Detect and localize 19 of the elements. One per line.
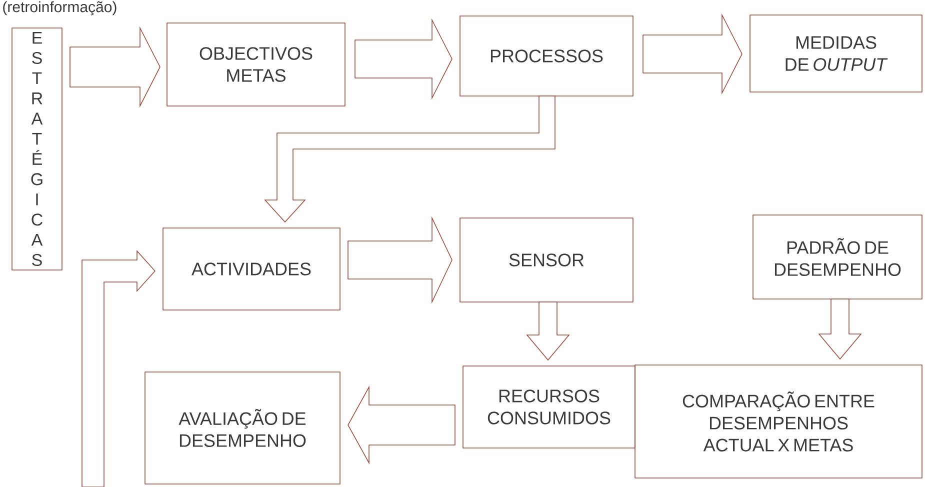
process-box: ESTRATÉGICAS [12,28,62,270]
block-arrow [642,13,742,95]
process-box: PADRÃO DE DESEMPENHO [752,214,922,300]
process-box: RECURSOS CONSUMIDOS [462,366,636,448]
process-box: AVALIAÇÃO DE DESEMPENHO [144,372,340,484]
process-box: OBJECTIVOS METAS [166,22,346,106]
process-box: MEDIDAS DE OUTPUT [750,14,922,92]
block-arrow [264,96,556,223]
block-arrow [818,298,862,360]
block-arrow [354,18,452,100]
process-box: ACTIVIDADES [162,228,340,310]
block-arrow [348,216,452,304]
block-arrow [70,26,160,108]
process-box: COMPARAÇÃO ENTRE DESEMPENHOS ACTUAL X METAS [634,364,922,478]
process-box: PROCESSOS [460,16,634,96]
block-arrow [526,302,570,361]
block-arrow [82,250,156,487]
block-arrow [348,385,456,465]
process-box: SENSOR [460,218,634,302]
